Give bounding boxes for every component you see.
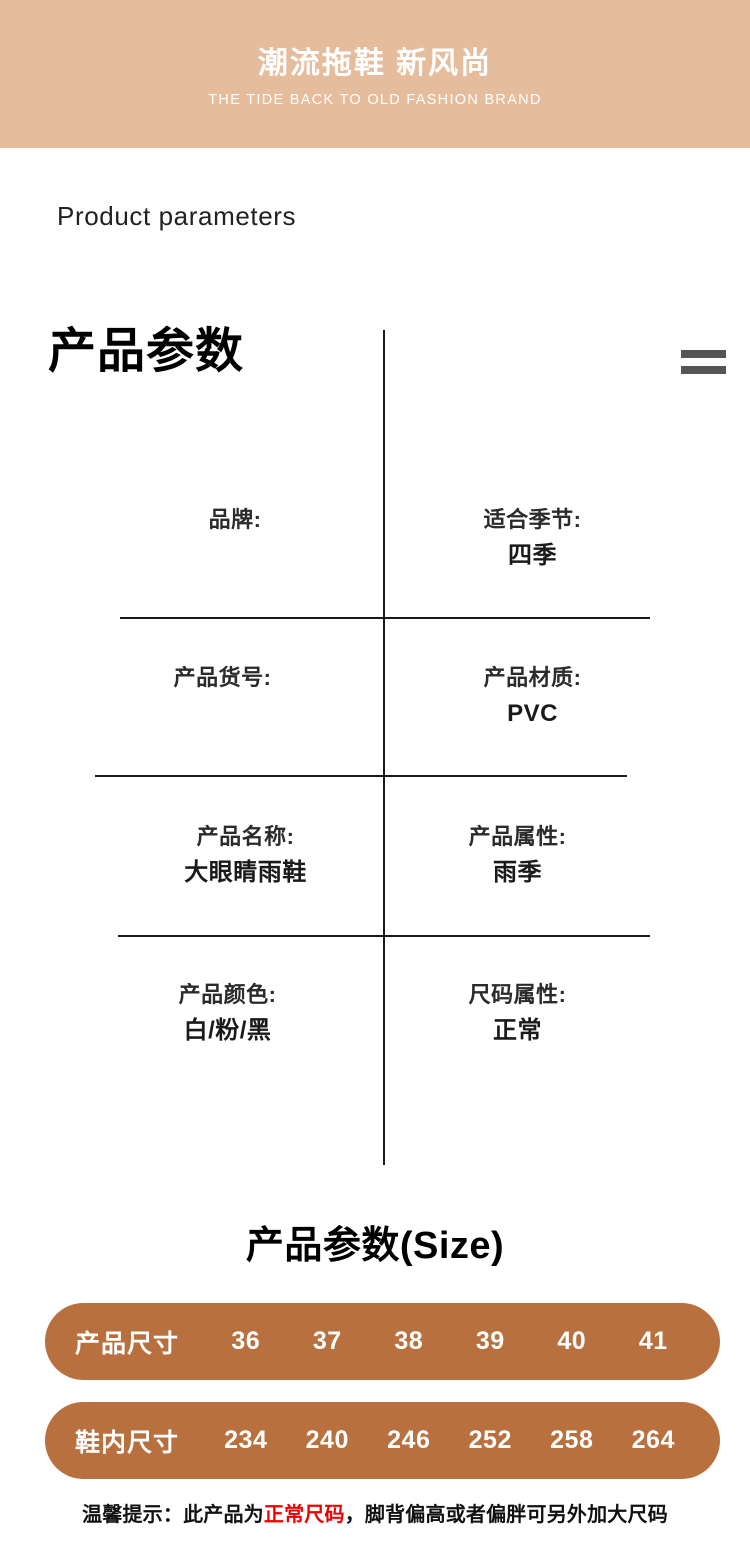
table-cell: 产品货号: xyxy=(95,663,350,697)
parameter-table: 品牌: 适合季节: 四季 产品货号: 产品材质: PVC 产品名称: 大眼睛雨鞋… xyxy=(0,330,750,1168)
size-value: 264 xyxy=(631,1426,675,1454)
size-value: 234 xyxy=(224,1426,268,1454)
param-key: 产品颜色: xyxy=(178,982,277,1007)
size-value: 38 xyxy=(394,1327,424,1355)
size-note-highlight: 正常尺码 xyxy=(263,1504,345,1526)
size-value: 258 xyxy=(550,1426,594,1454)
param-value: 四季 xyxy=(508,542,557,570)
table-row-divider-2 xyxy=(95,775,627,777)
table-cell: 品牌: xyxy=(120,505,350,539)
table-row-divider-1 xyxy=(120,617,650,619)
size-row-values: 234 240 246 252 258 264 xyxy=(205,1426,694,1455)
table-cell: 产品颜色: 白/粉/黑 xyxy=(100,980,355,1047)
banner-subtitle: THE TIDE BACK TO OLD FASHION BRAND xyxy=(208,91,542,108)
size-value: 41 xyxy=(638,1327,668,1355)
size-row-label: 产品尺寸 xyxy=(75,1329,180,1358)
size-value: 37 xyxy=(312,1327,342,1355)
size-row-inner-size: 鞋内尺寸 234 240 246 252 258 264 xyxy=(45,1402,720,1479)
table-cell: 尺码属性: 正常 xyxy=(400,980,635,1047)
param-value: PVC xyxy=(507,700,558,728)
table-cell: 产品名称: 大眼睛雨鞋 xyxy=(118,822,373,889)
equals-icon-bar-bottom xyxy=(681,366,726,374)
param-value: 雨季 xyxy=(493,859,542,887)
section-chinese-heading: 产品参数 xyxy=(48,325,245,378)
size-note: 温馨提示：此产品为正常尺码，脚背偏高或者偏胖可另外加大尺码 xyxy=(0,1498,750,1527)
size-value: 39 xyxy=(475,1327,505,1355)
size-value: 36 xyxy=(231,1327,261,1355)
table-cell: 产品属性: 雨季 xyxy=(400,822,635,889)
param-key: 产品属性: xyxy=(468,824,567,849)
table-vertical-divider xyxy=(383,330,385,1165)
size-value: 40 xyxy=(557,1327,587,1355)
size-row-product-size: 产品尺寸 36 37 38 39 40 41 xyxy=(45,1303,720,1380)
section-english-heading: Product parameters xyxy=(57,201,297,231)
param-key: 产品名称: xyxy=(196,824,295,849)
param-value: 大眼睛雨鞋 xyxy=(184,859,307,887)
param-key: 品牌: xyxy=(208,507,262,532)
banner-title: 潮流拖鞋 新风尚 xyxy=(257,47,493,81)
table-cell: 产品材质: PVC xyxy=(415,663,650,730)
table-row-divider-3 xyxy=(118,935,650,937)
param-key: 适合季节: xyxy=(483,507,582,532)
size-section-title: 产品参数(Size) xyxy=(245,1225,505,1267)
equals-icon xyxy=(681,350,726,374)
size-value: 240 xyxy=(305,1426,349,1454)
header-banner: 潮流拖鞋 新风尚 THE TIDE BACK TO OLD FASHION BR… xyxy=(0,0,750,148)
size-row-values: 36 37 38 39 40 41 xyxy=(205,1327,694,1356)
table-cell: 适合季节: 四季 xyxy=(415,505,650,572)
size-row-label: 鞋内尺寸 xyxy=(75,1428,180,1457)
param-key: 尺码属性: xyxy=(468,982,567,1007)
param-value: 正常 xyxy=(493,1017,542,1045)
size-note-suffix: ，脚背偏高或者偏胖可另外加大尺码 xyxy=(344,1504,668,1526)
param-key: 产品材质: xyxy=(483,665,582,690)
param-key: 产品货号: xyxy=(173,665,272,690)
param-value: 白/粉/黑 xyxy=(183,1017,272,1045)
size-value: 246 xyxy=(387,1426,431,1454)
size-value: 252 xyxy=(468,1426,512,1454)
size-note-prefix: 温馨提示：此产品为 xyxy=(82,1504,264,1526)
equals-icon-bar-top xyxy=(681,350,726,358)
